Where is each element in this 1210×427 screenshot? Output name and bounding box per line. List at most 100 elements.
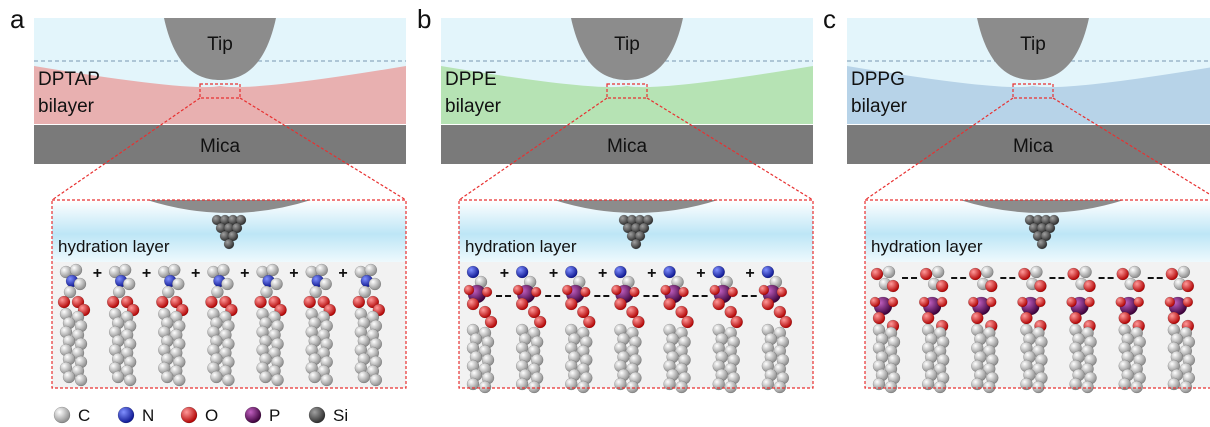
silicon-atom-icon <box>308 406 326 424</box>
atom-C <box>319 277 332 291</box>
atom-O <box>1034 279 1047 293</box>
atom-O <box>352 295 366 309</box>
mica-label: Mica <box>200 136 241 157</box>
lipid-molecule <box>254 263 287 387</box>
charge-sign: + <box>647 265 656 282</box>
atom-O <box>527 305 541 319</box>
atom-C <box>168 263 181 277</box>
bilayer-region <box>441 66 813 124</box>
lipid-molecule <box>205 263 238 387</box>
atom-C <box>358 285 372 299</box>
legend-label: N <box>142 406 154 425</box>
atom-O <box>106 295 120 309</box>
charge-sign: + <box>696 265 705 282</box>
zoomed-tip-apex <box>554 200 718 213</box>
atom-C <box>971 377 984 391</box>
charge-sign: + <box>191 265 200 282</box>
atom-C <box>466 377 480 391</box>
atom-O <box>681 315 694 329</box>
zoom-connector-right <box>646 97 814 201</box>
atom-C <box>1118 377 1131 391</box>
atom-O <box>303 295 316 309</box>
atom-O <box>1018 267 1031 281</box>
legend-item-si: Si <box>308 406 348 425</box>
atom-C <box>69 263 83 277</box>
atom-C <box>73 277 87 291</box>
mica-substrate <box>847 125 1210 164</box>
mica-label: Mica <box>1013 136 1054 157</box>
atom-C <box>357 370 371 384</box>
atom-O <box>466 297 480 311</box>
atom-C <box>675 380 688 394</box>
atom-C <box>761 377 775 391</box>
atom-C <box>162 285 175 299</box>
atom-C <box>1079 265 1092 279</box>
atom-O <box>1181 279 1195 293</box>
atom-O <box>886 279 900 293</box>
atom-C <box>211 285 224 299</box>
atom-Si <box>630 238 642 250</box>
atom-O <box>205 295 218 309</box>
atom-O <box>709 284 720 296</box>
atom-N <box>761 265 775 279</box>
atom-O <box>530 286 542 298</box>
zoomed-tip-apex <box>147 200 311 213</box>
atom-C <box>1030 265 1043 279</box>
atom-O <box>1069 311 1082 325</box>
lipid-name-label: DPPG <box>851 69 905 90</box>
panel-letter: a <box>10 4 25 34</box>
legend-item-c: C <box>53 406 90 425</box>
atom-C <box>271 373 284 387</box>
atom-C <box>270 277 283 291</box>
atom-C <box>1032 380 1045 394</box>
hydration-layer-label: hydration layer <box>58 237 170 256</box>
zoom-connector-right <box>239 97 407 201</box>
atom-C <box>1177 265 1191 279</box>
lipid-molecule <box>303 263 336 387</box>
atom-O <box>562 284 573 296</box>
lipid-molecule <box>352 263 386 387</box>
legend-label: O <box>205 406 218 425</box>
lipid-molecule <box>968 265 999 394</box>
atom-C <box>217 263 230 277</box>
afm-tip <box>164 18 276 80</box>
hydration-layer-label: hydration layer <box>871 237 983 256</box>
atom-C <box>62 370 76 384</box>
atom-C <box>122 277 136 291</box>
atom-N <box>565 265 578 279</box>
atom-O <box>565 297 578 311</box>
atom-C <box>369 373 383 387</box>
atom-C <box>1179 380 1193 394</box>
atom-C <box>308 370 321 384</box>
atom-C <box>663 377 676 391</box>
atom-O <box>887 296 899 308</box>
lipid-molecule <box>758 265 793 394</box>
atom-O <box>869 296 881 308</box>
atom-C <box>368 277 382 291</box>
zoom-source-box <box>199 83 241 99</box>
atom-C <box>577 380 590 394</box>
zoom-source-box <box>606 83 648 99</box>
atom-O <box>712 297 725 311</box>
atom-O <box>583 315 596 329</box>
atom-C <box>614 377 627 391</box>
mica-substrate <box>34 125 406 164</box>
atom-O <box>727 286 738 298</box>
charge-sign: + <box>338 265 347 282</box>
atom-O <box>968 296 979 308</box>
charge-sign: + <box>745 265 754 282</box>
lipid-bilayer-label: bilayer <box>38 96 95 117</box>
atom-O <box>872 311 886 325</box>
atom-O <box>985 279 998 293</box>
zoom-source-box <box>1012 83 1054 99</box>
atom-Si <box>1036 238 1048 250</box>
atom-C <box>221 277 234 291</box>
atom-O <box>632 315 645 329</box>
atom-O <box>986 296 997 308</box>
atom-C <box>515 377 529 391</box>
atom-C <box>882 265 896 279</box>
charge-sign: + <box>93 265 102 282</box>
atom-O <box>1017 296 1028 308</box>
